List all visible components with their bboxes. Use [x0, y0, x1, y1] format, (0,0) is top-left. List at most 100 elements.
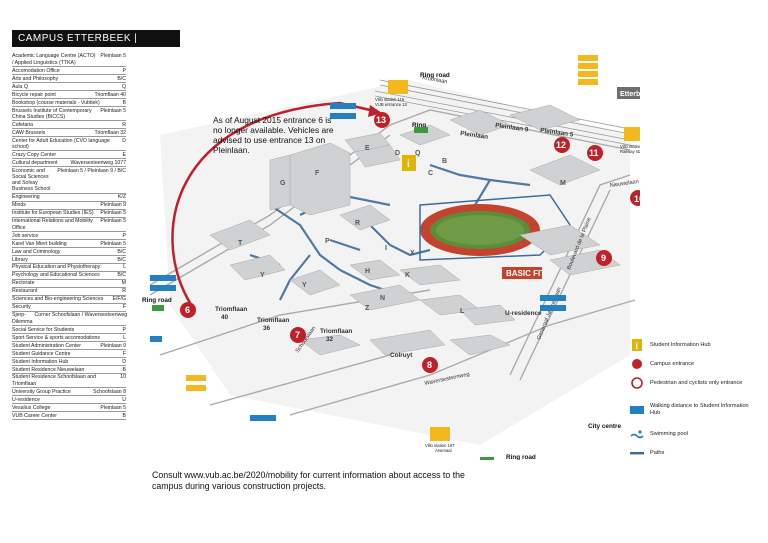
legend-item-name: Cultural department — [12, 159, 58, 166]
entrance-6[interactable]: 6 — [180, 302, 196, 318]
svg-text:Villo station 116: Villo station 116 — [375, 97, 405, 102]
legend-item-code: Pleinlaan 5 — [100, 107, 126, 114]
legend-item-code: P — [122, 67, 126, 74]
legend-item-name: CAW Brussels — [12, 129, 46, 136]
svg-text:Y: Y — [302, 282, 307, 289]
entrance-11[interactable]: 11 — [587, 145, 603, 161]
legend-item-code: U — [122, 396, 126, 403]
svg-text:Kroonlaan: Kroonlaan — [422, 75, 448, 85]
legend-item-name: Sciences and Bio-engineering Sciences — [12, 296, 104, 303]
svg-text:32: 32 — [326, 336, 334, 343]
svg-text:VUB entrance 13: VUB entrance 13 — [375, 102, 408, 107]
legend-item-name: Economic and Social Sciences and Solvay … — [12, 167, 51, 193]
svg-text:Triomflaan: Triomflaan — [257, 317, 289, 324]
entrance-7[interactable]: 7 — [290, 327, 306, 343]
svg-text:Ring road: Ring road — [506, 454, 536, 460]
legend-item: Brussels Institute of Contemporary China… — [12, 107, 126, 122]
legend-item-name: Karel Van Miert building — [12, 240, 67, 247]
legend-item-name: Arts and Philosophy — [12, 75, 59, 82]
legend-item-name: Cafetaria — [12, 121, 34, 128]
svg-text:Etterbeek Railway Station: Etterbeek Railway Station — [620, 91, 640, 98]
key-info-hub: i Student Information Hub — [630, 339, 711, 351]
legend-item-name: Psychology and Educational Sciences — [12, 272, 100, 279]
legend-item-code: B/C — [117, 256, 126, 263]
svg-text:Arsenaal: Arsenaal — [435, 448, 452, 453]
svg-text:X: X — [410, 250, 415, 257]
buildings — [209, 104, 621, 356]
path-icon — [630, 448, 644, 458]
legend-item-name: Vesalius College — [12, 404, 51, 411]
legend-item-name: U-residence — [12, 396, 40, 403]
legend-item-name: Institute for European Studies (IES) — [12, 210, 94, 217]
legend-item: Sport Service & sports accomodations L — [12, 334, 126, 343]
legend-item-name: Physical Education and Physiotherapy — [12, 264, 101, 271]
key-paths: Paths — [630, 448, 664, 458]
svg-text:B: B — [442, 158, 447, 165]
basic-fit-sign: BASIC FIT — [502, 267, 545, 279]
legend-item: Institute for European Studies (IES)Plei… — [12, 210, 126, 218]
athletics-track — [420, 204, 540, 256]
walking-distance-icon — [630, 405, 644, 415]
entrance-10[interactable]: 10 — [630, 190, 640, 206]
svg-text:Triomflaan: Triomflaan — [320, 328, 352, 335]
villo-station-167[interactable]: Villo station 167 Arsenaal — [425, 427, 455, 453]
legend-item: International Relations and Mobility Off… — [12, 218, 126, 233]
svg-text:M: M — [560, 180, 566, 187]
svg-text:P: P — [325, 238, 330, 245]
legend-item-name: International Relations and Mobility Off… — [12, 218, 93, 231]
svg-text:R: R — [355, 220, 360, 227]
swimming-pool-icon — [630, 429, 644, 439]
entrance-markers[interactable]: 13 12 11 10 9 6 7 8 — [180, 112, 640, 373]
villo-station-122[interactable]: Villo station 122 Railway station Etterb… — [620, 127, 640, 154]
road-labels: Ring road Ring Ring road Ring road City … — [142, 72, 621, 460]
legend-item-code: L — [123, 334, 126, 341]
legend-item-code: R — [122, 121, 126, 128]
legend-item-code: B/C — [117, 272, 126, 279]
svg-text:13: 13 — [376, 115, 386, 125]
legend-item-code: B — [122, 99, 126, 106]
legend-item-code: E/F/G — [112, 296, 126, 303]
entrance-9[interactable]: 9 — [596, 250, 612, 266]
legend-item-name: Student Residence Schoofslaan and Triomf… — [12, 374, 96, 387]
legend-item-name: Aula Q — [12, 83, 28, 90]
legend-item-code: B/C — [117, 75, 126, 82]
legend-item-name: Sport Service & sports accomodations — [12, 334, 100, 341]
legend-item-code: Triomflaan 40 — [94, 91, 126, 98]
key-pedestrian-entrance: Pedestrian and cyclists only entrance — [630, 377, 742, 389]
legend-item: U-residence U — [12, 396, 126, 405]
svg-text:Colruyt: Colruyt — [390, 352, 413, 359]
svg-text:Pleinlaan 5: Pleinlaan 5 — [540, 127, 574, 139]
entrance-12[interactable]: 12 — [554, 137, 570, 153]
entrance-notice: As of August 2015 entrance 6 is no longe… — [213, 115, 334, 155]
legend-item-code: E — [122, 151, 126, 158]
svg-text:K: K — [405, 272, 410, 279]
legend-item-code: Pleinlaan 5 / Pleinlaan 9 / B/C — [57, 167, 126, 174]
redirect-arrow — [171, 101, 371, 304]
info-hub-marker[interactable]: i — [402, 155, 416, 171]
svg-text:Ring: Ring — [412, 122, 426, 129]
svg-text:Ring road: Ring road — [142, 297, 172, 304]
pedestrian-entrance-icon — [630, 377, 644, 389]
legend-item-code: 10 — [120, 374, 126, 381]
entrance-8[interactable]: 8 — [422, 357, 438, 373]
svg-text:U-residence: U-residence — [505, 310, 542, 317]
legend-item-code: Pleinlaan 5 — [100, 404, 126, 411]
svg-text:G: G — [280, 180, 286, 187]
svg-text:Q: Q — [415, 150, 421, 157]
entrance-13[interactable]: 13 — [374, 112, 390, 128]
legend-item-name: Crazy Copy Center — [12, 151, 57, 158]
legend-item-name: Restaurant — [12, 288, 38, 295]
svg-text:Villo station 167: Villo station 167 — [425, 443, 455, 448]
building-labels: FG ED QC BM RT YY HK NL ZP IX — [238, 145, 566, 315]
villo-station-116[interactable]: Villo station 116 VUB entrance 13 — [375, 80, 408, 107]
legend-item: Psychology and Educational Sciences B/C — [12, 272, 126, 281]
railway — [374, 79, 636, 147]
svg-text:Pleinlaan 9: Pleinlaan 9 — [495, 122, 529, 134]
key-campus-entrance: Campus entrance — [630, 359, 694, 369]
